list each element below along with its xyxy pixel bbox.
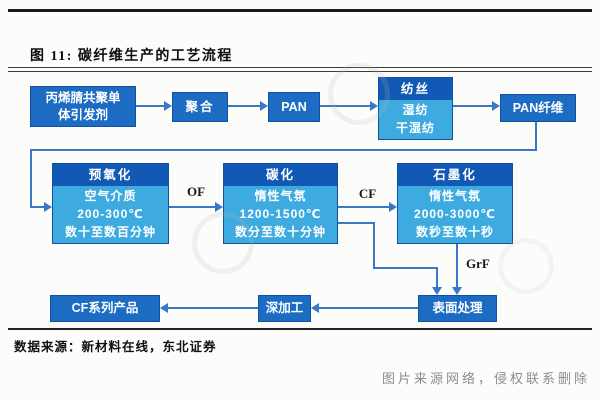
watermark-ring bbox=[498, 238, 554, 294]
node-preoxidation-body: 空气介质 200-300℃ 数十至数百分钟 bbox=[53, 186, 168, 243]
connector-carb-graph bbox=[338, 206, 389, 208]
node-spinning-header: 纺丝 bbox=[379, 78, 452, 100]
node-cf-products-label: CF系列产品 bbox=[71, 301, 139, 316]
graphitization-duration-label: 数秒至数十秒 bbox=[415, 225, 494, 240]
connector-panfiber-return bbox=[30, 149, 537, 151]
node-pan: PAN bbox=[268, 92, 320, 122]
connector-preox-carb bbox=[169, 206, 215, 208]
graphitization-medium-label: 惰性气氛 bbox=[428, 189, 481, 204]
bottom-rule bbox=[8, 328, 592, 330]
edge-label-of: OF bbox=[186, 184, 206, 199]
arrowhead-into-graphitization bbox=[389, 202, 397, 212]
node-deep-processing-label: 深加工 bbox=[265, 301, 304, 316]
title-separator-rule bbox=[8, 67, 592, 72]
node-pan-label: PAN bbox=[281, 99, 307, 114]
top-rule bbox=[8, 9, 592, 12]
preoxidation-medium-label: 空气介质 bbox=[84, 189, 137, 204]
node-monomer-line2: 体引发剂 bbox=[57, 107, 108, 122]
connector-monomer-polymerization bbox=[136, 105, 164, 107]
carbonization-duration-label: 数分至数十分钟 bbox=[234, 225, 326, 240]
node-surface-treatment-label: 表面处理 bbox=[432, 301, 483, 316]
edge-label-grf: GrF bbox=[466, 256, 490, 271]
spinning-drywet-label: 干湿纺 bbox=[395, 121, 435, 136]
node-surface-treatment: 表面处理 bbox=[418, 295, 497, 322]
preoxidation-temp-label: 200-300℃ bbox=[77, 207, 144, 222]
edge-label-cf: CF bbox=[358, 186, 377, 201]
arrowhead-into-carbonization bbox=[215, 202, 223, 212]
connector-carb-elbow-v1 bbox=[373, 222, 375, 269]
arrowhead-into-cf-products bbox=[160, 303, 168, 313]
connector-spinning-pan-fiber bbox=[453, 105, 492, 107]
connector-carb-elbow-h2 bbox=[373, 267, 438, 269]
arrowhead-into-preoxidation bbox=[44, 202, 52, 212]
node-carbonization-header: 碳化 bbox=[224, 164, 337, 186]
connector-panfiber-down-left bbox=[30, 149, 32, 207]
node-preoxidation: 预氧化 空气介质 200-300℃ 数十至数百分钟 bbox=[52, 163, 169, 244]
graphitization-temp-label: 2000-3000℃ bbox=[414, 207, 496, 222]
node-carbonization: 碳化 惰性气氛 1200-1500℃ 数分至数十分钟 bbox=[223, 163, 338, 244]
connector-carb-elbow-h1 bbox=[338, 222, 375, 224]
arrowhead-into-pan-fiber bbox=[492, 101, 500, 111]
connector-pan-spinning bbox=[320, 105, 370, 107]
arrowhead-carb-into-surface bbox=[432, 287, 442, 295]
node-polymerization: 聚合 bbox=[172, 92, 228, 122]
connector-panfiber-drop bbox=[535, 122, 537, 151]
spinning-wet-label: 湿纺 bbox=[402, 103, 429, 118]
carbonization-medium-label: 惰性气氛 bbox=[254, 189, 307, 204]
preoxidation-duration-label: 数十至数百分钟 bbox=[64, 225, 156, 240]
node-spinning: 纺丝 湿纺 干湿纺 bbox=[378, 77, 453, 140]
node-cf-products: CF系列产品 bbox=[50, 295, 160, 322]
node-spinning-body: 湿纺 干湿纺 bbox=[379, 100, 452, 139]
carbonization-temp-label: 1200-1500℃ bbox=[239, 207, 322, 222]
node-monomer: 丙烯腈共聚单 体引发剂 bbox=[30, 86, 136, 127]
arrowhead-into-spinning bbox=[370, 101, 378, 111]
connector-deep-cfproducts bbox=[168, 307, 258, 309]
data-source-note: 数据来源：新材料在线，东北证券 bbox=[14, 340, 217, 354]
copyright-note: 图片来源网络，侵权联系删除 bbox=[382, 371, 591, 386]
connector-into-preoxidation bbox=[30, 206, 44, 208]
connector-surface-deep bbox=[319, 307, 418, 309]
node-graphitization-header: 石墨化 bbox=[398, 164, 512, 186]
connector-graph-surface bbox=[456, 244, 458, 288]
connector-polymerization-pan bbox=[228, 105, 260, 107]
node-graphitization: 石墨化 惰性气氛 2000-3000℃ 数秒至数十秒 bbox=[397, 163, 513, 244]
node-deep-processing: 深加工 bbox=[258, 295, 311, 322]
figure-title: 图 11: 碳纤维生产的工艺流程 bbox=[30, 49, 233, 64]
arrowhead-graph-into-surface bbox=[452, 287, 462, 295]
arrowhead-into-pan bbox=[260, 101, 268, 111]
arrowhead-into-deep-processing bbox=[311, 303, 319, 313]
node-graphitization-body: 惰性气氛 2000-3000℃ 数秒至数十秒 bbox=[398, 186, 512, 243]
node-polymerization-label: 聚合 bbox=[185, 99, 215, 114]
node-preoxidation-header: 预氧化 bbox=[53, 164, 168, 186]
arrowhead-into-polymerization bbox=[164, 101, 172, 111]
node-monomer-line1: 丙烯腈共聚单 bbox=[45, 90, 121, 105]
node-pan-fiber: PAN纤维 bbox=[500, 94, 576, 122]
connector-carb-elbow-v2 bbox=[436, 267, 438, 288]
node-carbonization-body: 惰性气氛 1200-1500℃ 数分至数十分钟 bbox=[224, 186, 337, 243]
node-pan-fiber-label: PAN纤维 bbox=[512, 100, 564, 115]
